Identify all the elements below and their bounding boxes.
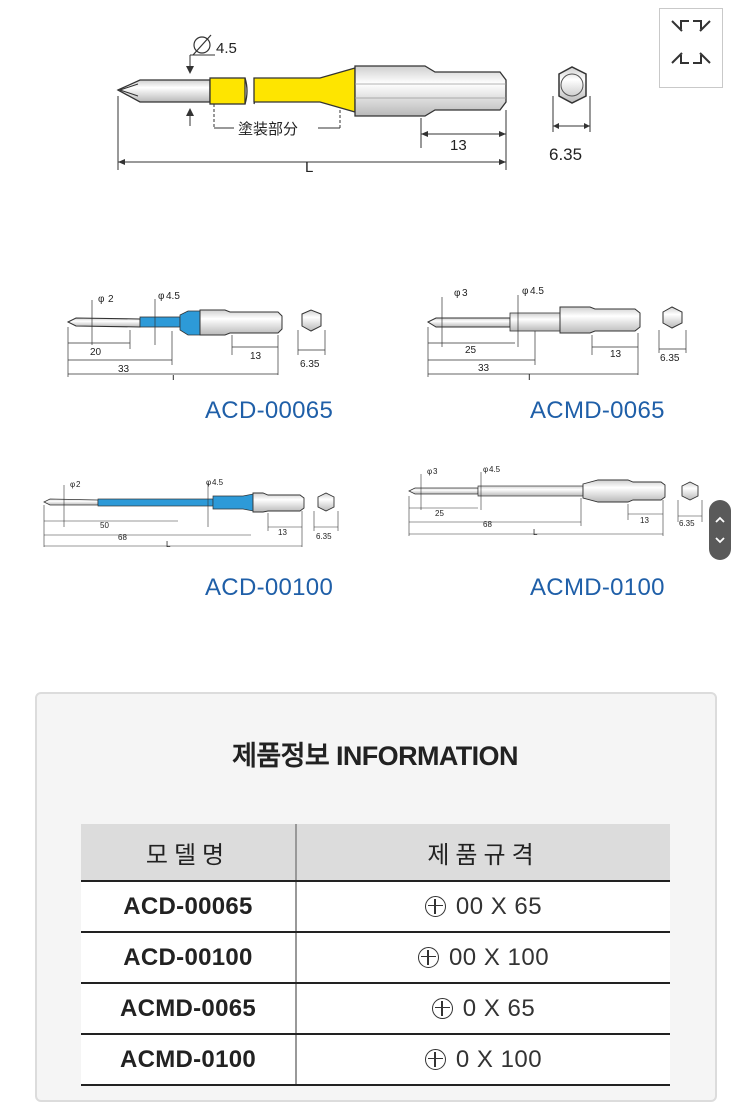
chevron-down-icon[interactable]	[715, 537, 725, 544]
hex-length-label: 13	[640, 516, 649, 525]
diameter-label: 4.5	[216, 40, 237, 57]
phillips-head-icon	[424, 1048, 446, 1070]
phillips-head-icon	[424, 895, 446, 917]
column-header-spec: 제품규격	[296, 824, 670, 882]
svg-text:φ: φ	[206, 478, 211, 487]
overall-length-label: L	[528, 373, 534, 380]
shank-diameter-label: 4.5	[212, 478, 224, 487]
phillips-head-icon	[431, 997, 453, 1019]
hex-length-label: 13	[250, 351, 262, 362]
spec-cell: 0 X 100	[296, 1034, 670, 1086]
dim2-label: 68	[483, 520, 492, 529]
drawing-acd-00100: φ 2 φ 4.5 50 68 L 13 6.35	[43, 478, 339, 549]
dim1-label: 20	[90, 347, 102, 358]
overall-length-label: L	[533, 528, 538, 537]
hex-length-label: 13	[278, 528, 287, 537]
main-bit-drawing: 4.5 塗装部分 13 L 6.35	[116, 34, 591, 176]
chevron-up-icon[interactable]	[715, 516, 725, 523]
table-row: ACMD-0100 0 X 100	[81, 1034, 670, 1086]
shank-diameter-label: 4.5	[166, 291, 180, 302]
dim1-label: 50	[100, 521, 109, 530]
model-cell: ACD-00100	[81, 932, 297, 984]
shank-diameter-label: 4.5	[489, 465, 501, 474]
svg-text:φ: φ	[98, 294, 105, 305]
hex-size-label: 6.35	[316, 532, 332, 541]
hex-size-label: 6.35	[679, 519, 695, 528]
dim1-label: 25	[465, 345, 477, 356]
overall-length-label: L	[166, 540, 171, 549]
tip-diameter-label: 3	[433, 467, 438, 476]
model-cell: ACMD-0100	[81, 1034, 297, 1086]
overall-length-label: L	[305, 159, 313, 176]
table-row: ACD-00100 00 X 100	[81, 932, 670, 984]
spec-cell: 0 X 65	[296, 983, 670, 1035]
svg-text:φ: φ	[454, 288, 461, 299]
hex-length-label: 13	[450, 137, 467, 154]
model-label-acd-00100: ACD-00100	[205, 574, 334, 601]
svg-text:φ: φ	[427, 467, 432, 476]
drawing-acmd-0100: φ 3 φ 4.5 25 68 L 13 6.35	[408, 465, 703, 537]
expand-arrows-icon	[671, 20, 711, 64]
hex-size-label: 6.35	[660, 353, 680, 364]
hex-size-label: 6.35	[549, 145, 582, 164]
table-row: ACMD-0065 0 X 65	[81, 983, 670, 1035]
phillips-head-icon	[417, 946, 439, 968]
tip-diameter-label: 2	[108, 294, 114, 305]
expand-image-button[interactable]	[659, 8, 723, 88]
svg-text:φ: φ	[522, 286, 529, 297]
dim1-label: 25	[435, 509, 444, 518]
scroll-control[interactable]	[709, 500, 731, 560]
tip-diameter-label: 3	[462, 288, 468, 299]
hex-length-label: 13	[610, 349, 622, 360]
overall-length-label: L	[172, 374, 178, 380]
hex-size-label: 6.35	[300, 359, 320, 370]
model-label-acmd-0100: ACMD-0100	[530, 574, 665, 601]
table-row: ACD-00065 00 X 65	[81, 881, 670, 933]
column-header-model: 모델명	[81, 824, 297, 882]
drawing-acd-00065: 2 φ φ 4.5 20 33 L 13 6.35	[66, 291, 326, 380]
coated-part-label: 塗装部分	[238, 120, 298, 138]
shank-diameter-label: 4.5	[530, 286, 544, 297]
model-cell: ACD-00065	[81, 881, 297, 933]
svg-text:φ: φ	[483, 465, 488, 474]
dim2-label: 33	[118, 364, 130, 375]
tip-diameter-label: 2	[76, 480, 81, 489]
model-label-acmd-0065: ACMD-0065	[530, 397, 665, 424]
spec-cell: 00 X 100	[296, 932, 670, 984]
spec-cell: 00 X 65	[296, 881, 670, 933]
dim2-label: 33	[478, 363, 490, 374]
drawing-acmd-0065: φ 3 φ 4.5 25 33 L 13 6.35	[426, 286, 687, 380]
table-header-row: 모델명 제품규격	[81, 824, 670, 882]
svg-text:φ: φ	[158, 291, 165, 302]
spec-table: 모델명 제품규격 ACD-00065 00 X 65 ACD-00100 00 …	[81, 824, 670, 1086]
svg-text:φ: φ	[70, 480, 75, 489]
info-title: 제품정보 INFORMATION	[232, 741, 518, 771]
dim2-label: 68	[118, 533, 127, 542]
model-label-acd-00065: ACD-00065	[205, 397, 334, 424]
model-cell: ACMD-0065	[81, 983, 297, 1035]
